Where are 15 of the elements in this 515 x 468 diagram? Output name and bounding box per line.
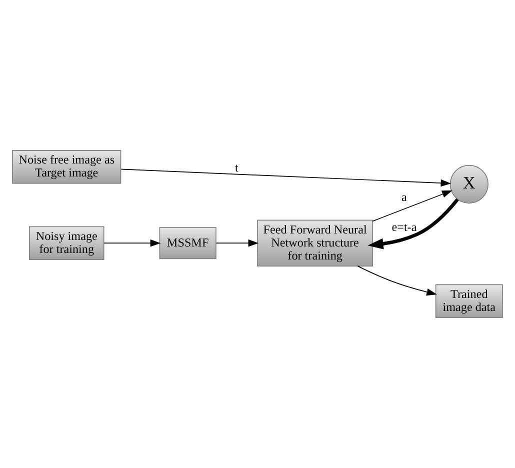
arrow <box>104 239 161 247</box>
node-circle: X <box>450 164 488 204</box>
node-box: Noise free image as Target image <box>12 150 122 184</box>
arrow <box>372 190 452 222</box>
node-box: MSSMF <box>159 227 216 260</box>
edge-label: t <box>235 160 238 174</box>
arrow <box>120 168 452 187</box>
edge-label: e=t-a <box>392 220 417 234</box>
node-box: Noisy image for training <box>28 226 104 260</box>
node-box: Feed Forward Neural Network structure for training <box>257 220 374 266</box>
edge-label: a <box>402 190 407 204</box>
arrow <box>368 198 459 250</box>
node-box: Trained image data <box>435 284 503 318</box>
arrow <box>357 266 438 296</box>
arrow <box>216 239 259 247</box>
